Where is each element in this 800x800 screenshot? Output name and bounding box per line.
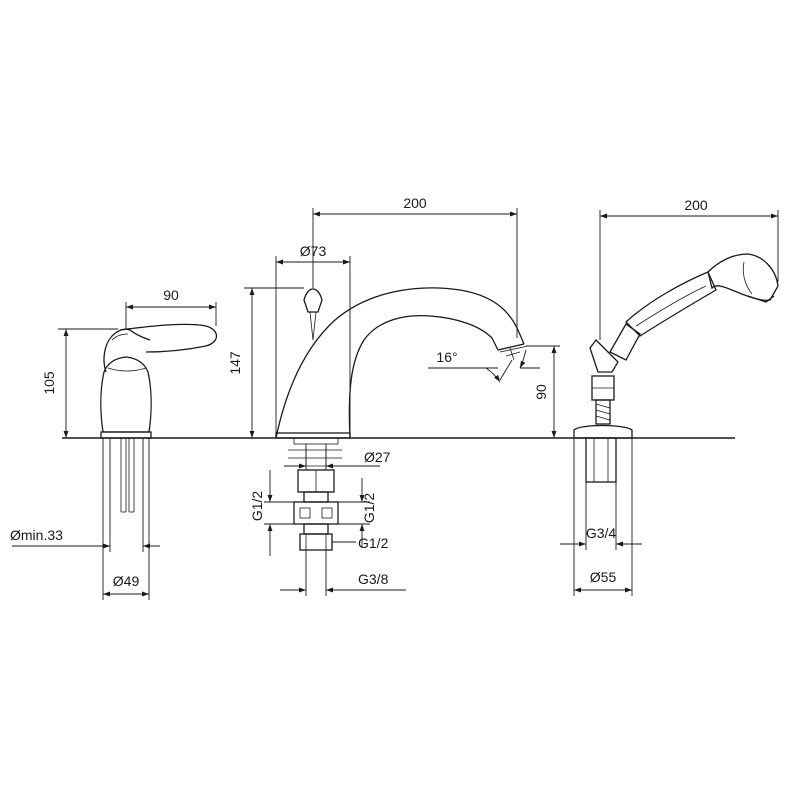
dimension-label-hole-min: Ømin.33 — [10, 527, 63, 543]
dimension-label-spout-height: 147 — [227, 351, 243, 375]
dimension-label-height: 105 — [41, 371, 57, 395]
dimension-label-handshower-base: Ø55 — [590, 569, 617, 585]
dimension-spout-angle: 16° — [428, 349, 540, 383]
dimension-spout-outlet-height: 90 — [526, 345, 560, 438]
dimension-spout-hole: Ø27 — [284, 446, 391, 470]
dimension-label-spout-diameter: Ø73 — [300, 243, 327, 259]
dimension-label-handshower-thread: G3/4 — [586, 525, 617, 541]
dimension-spout-thread-left: G1/2 — [249, 470, 294, 556]
handshower-body — [573, 253, 779, 483]
dimension-spout-diameter: Ø73 — [275, 243, 351, 433]
dimension-label-thread-left: G1/2 — [249, 491, 265, 522]
dimension-spout-reach: 200 — [312, 195, 518, 338]
dimension-label-handle-width: 90 — [163, 287, 179, 303]
dimension-spout-thread-lower: G1/2 — [332, 535, 389, 551]
dimension-label-thread-right: G1/2 — [361, 493, 377, 524]
dimension-handshower-reach: 200 — [599, 197, 779, 340]
dimension-handshower-base: Ø55 — [573, 438, 633, 596]
dimension-handshower-thread: G3/4 — [560, 482, 642, 550]
mixer-body — [100, 323, 218, 439]
dimension-label-spout-hole: Ø27 — [364, 449, 391, 465]
dimension-label-spout-reach: 200 — [403, 195, 427, 211]
dimension-spout-outlet-thread: G3/8 — [280, 550, 406, 596]
spout-underdeck — [288, 437, 342, 551]
dimension-label-base-diameter: Ø49 — [113, 573, 140, 589]
dimension-label-spout-angle: 16° — [436, 349, 457, 365]
dimension-spout-thread-right: G1/2 — [338, 478, 377, 548]
dimension-spout-height: 147 — [227, 287, 304, 438]
dimension-label-thread-lower: G1/2 — [358, 535, 389, 551]
dimension-label-outlet-thread: G3/8 — [358, 571, 389, 587]
dimension-mixer-base: Ø49 — [102, 438, 150, 600]
dimension-mixer-hole: Ømin.33 — [10, 438, 160, 552]
mixer-tails — [120, 438, 135, 513]
dimension-label-spout-outlet-height: 90 — [533, 384, 549, 400]
dimension-label-handshower-reach: 200 — [684, 197, 708, 213]
dimension-mixer-width: 90 — [125, 287, 217, 330]
dimension-mixer-height: 105 — [41, 328, 118, 438]
spout-body — [275, 287, 529, 439]
